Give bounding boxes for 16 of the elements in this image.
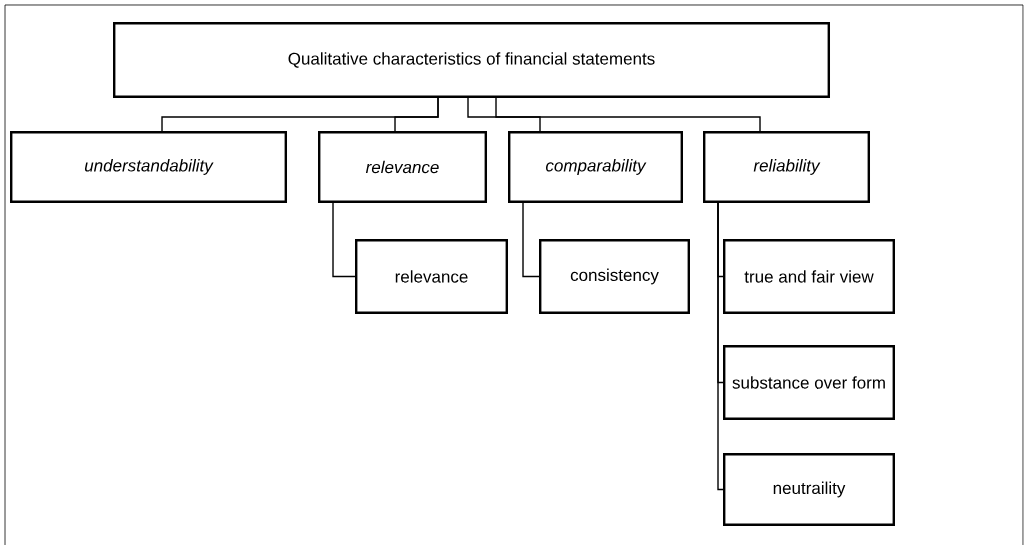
box: reliability xyxy=(703,131,870,203)
box: comparability xyxy=(508,131,683,203)
box: understandability xyxy=(10,131,287,203)
box: substance over form xyxy=(723,345,895,420)
box: Qualitative characteristics of financial statements xyxy=(113,22,830,98)
connector-line xyxy=(522,202,540,278)
connector-line xyxy=(495,97,761,132)
box: relevance xyxy=(355,239,508,314)
box: consistency xyxy=(539,239,690,314)
box: neutraility xyxy=(723,453,895,526)
connector-line xyxy=(717,202,724,491)
connector-line xyxy=(394,97,439,132)
connector-line xyxy=(467,97,541,132)
box: true and fair view xyxy=(723,239,895,314)
connector-line xyxy=(332,202,356,278)
box: relevance xyxy=(318,131,487,203)
